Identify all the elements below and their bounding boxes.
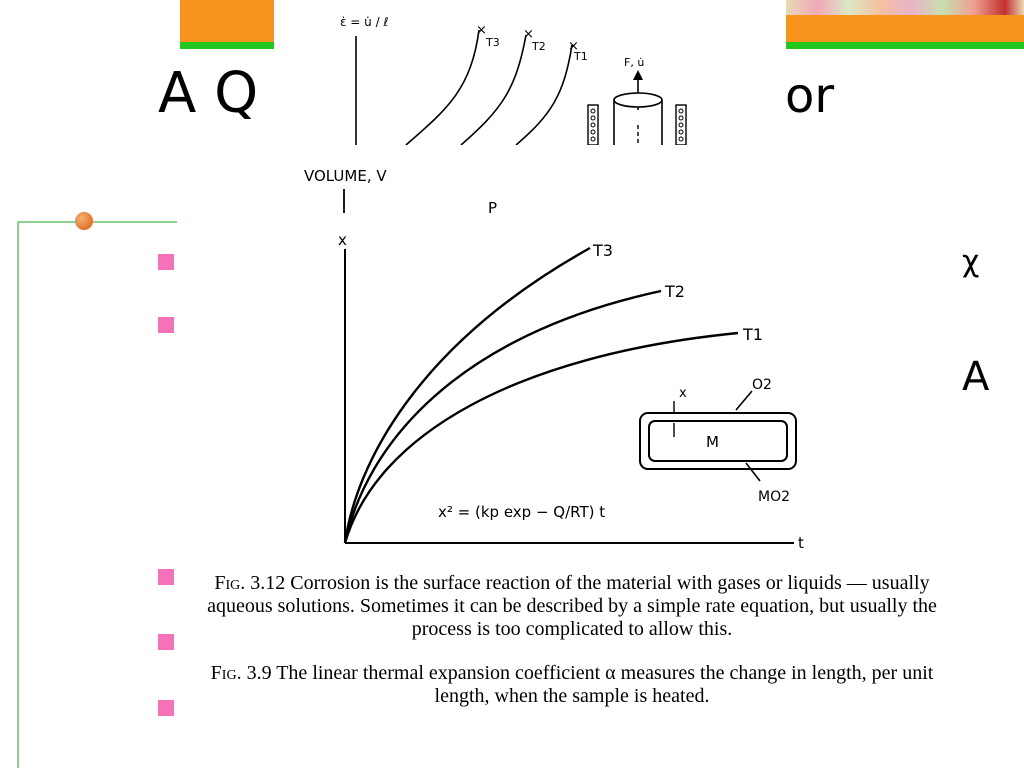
caption-fig-3-12-label: Fig. 3.12 bbox=[214, 572, 286, 594]
inset-oxygen-pointer bbox=[735, 390, 753, 411]
top-curve-t1 bbox=[515, 44, 573, 146]
inset-oxide-outline bbox=[639, 412, 797, 470]
curve-label-t2: T2 bbox=[664, 282, 685, 301]
top-curve-mark-icon: × bbox=[523, 27, 534, 42]
bullet-icon bbox=[158, 700, 174, 716]
inset-metal-label: M bbox=[706, 433, 719, 451]
bullet-icon bbox=[158, 634, 174, 650]
figure-corrosion-scan: VOLUME, V P x t T3 T2 T1 M x O2 MO2 x² =… bbox=[276, 145, 946, 565]
text-fragment-a: A bbox=[962, 354, 990, 400]
rate-equation: x² = (kp exp − Q/RT) t bbox=[438, 503, 605, 521]
caption-fig-3-9-label: Fig. 3.9 bbox=[210, 662, 272, 684]
header-orange-bar-right bbox=[786, 15, 1024, 42]
frame-vertical-line bbox=[17, 221, 19, 768]
figure-top-scan: ε̇ = u̇ / ℓ × × × T3 T2 T1 F, u̇ bbox=[296, 0, 786, 146]
header-floral-strip bbox=[786, 0, 1024, 15]
curve-label-t1: T1 bbox=[742, 325, 763, 344]
fragment-label-p: P bbox=[488, 199, 497, 217]
inset-metal-outline bbox=[648, 420, 788, 462]
bullet-icon bbox=[158, 254, 174, 270]
header-green-bar-right bbox=[786, 42, 1024, 49]
inset-thickness-label: x bbox=[679, 386, 687, 401]
curve-t2 bbox=[343, 289, 662, 544]
furnace-coil-left bbox=[587, 104, 599, 146]
curve-t3 bbox=[343, 246, 591, 544]
y-axis-label: x bbox=[338, 231, 347, 249]
slide-title-fragment-right: or bbox=[785, 68, 835, 124]
bullet-icon bbox=[158, 569, 174, 585]
header-green-bar-left bbox=[180, 42, 274, 49]
top-curve-mark-icon: × bbox=[568, 39, 579, 54]
text-fragment-chi: χ bbox=[962, 244, 980, 279]
slide-title-fragment-left: A Q bbox=[158, 61, 259, 126]
volume-label: VOLUME, V bbox=[304, 167, 387, 185]
frame-horizontal-line bbox=[17, 221, 177, 223]
specimen-cylinder-top bbox=[613, 92, 663, 108]
top-curve-label-t2: T2 bbox=[531, 40, 546, 53]
inset-oxide-pointer bbox=[745, 462, 761, 482]
header-orange-bar-left bbox=[180, 0, 274, 42]
top-curve-mark-icon: × bbox=[476, 23, 487, 38]
specimen-cylinder bbox=[613, 100, 663, 145]
force-label: F, u̇ bbox=[624, 56, 644, 69]
caption-fig-3-12: Fig. 3.12 Corrosion is the surface react… bbox=[196, 572, 948, 641]
top-curve-t2 bbox=[460, 34, 527, 146]
caption-fig-3-12-text: Corrosion is the surface reaction of the… bbox=[207, 572, 937, 640]
x-axis-label: t bbox=[798, 534, 804, 552]
strain-rate-label: ε̇ = u̇ / ℓ bbox=[340, 15, 388, 29]
inset-oxide-label: MO2 bbox=[758, 489, 790, 505]
top-curve-t3 bbox=[405, 29, 480, 146]
frame-orange-dot-icon bbox=[75, 212, 93, 230]
curve-label-t3: T3 bbox=[592, 241, 613, 260]
caption-fig-3-9-text: The linear thermal expansion coefficient… bbox=[276, 662, 934, 707]
bullet-icon bbox=[158, 317, 174, 333]
top-curve-label-t3: T3 bbox=[485, 36, 500, 49]
force-arrowhead-icon bbox=[633, 70, 643, 80]
inset-oxygen-label: O2 bbox=[752, 377, 772, 393]
curve-t1 bbox=[343, 331, 739, 544]
caption-fig-3-9: Fig. 3.9 The linear thermal expansion co… bbox=[196, 662, 948, 708]
top-curve-label-t1: T1 bbox=[573, 50, 588, 63]
furnace-coil-right bbox=[675, 104, 687, 146]
